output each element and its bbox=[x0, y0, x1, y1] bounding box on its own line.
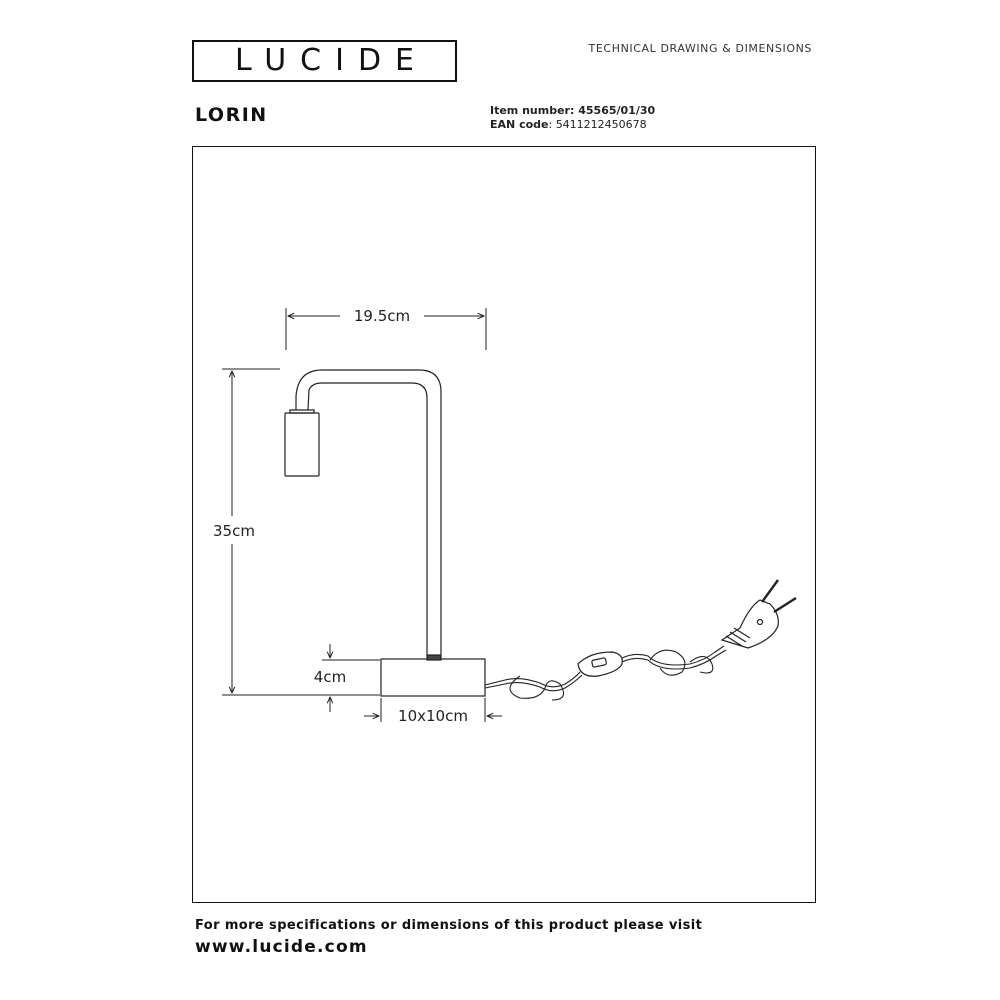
ean-label: EAN code bbox=[490, 118, 549, 131]
ean-value: 5411212450678 bbox=[555, 118, 647, 131]
logo-text: LUCIDE bbox=[234, 43, 429, 78]
height-label: 35cm bbox=[213, 522, 255, 540]
plug-icon bbox=[720, 579, 797, 649]
lamp-arm-inner bbox=[307, 382, 428, 655]
width-dimension: 19.5cm bbox=[285, 307, 487, 350]
item-number-value: 45565/01/30 bbox=[578, 104, 656, 117]
lamp-arm-outer bbox=[295, 369, 442, 655]
brand-logo: LUCIDE bbox=[192, 40, 457, 82]
lamp-base bbox=[380, 658, 486, 697]
base-size-label: 10x10cm bbox=[398, 707, 468, 725]
height-dimension: 35cm bbox=[213, 368, 380, 696]
item-meta: Item number: 45565/01/30 EAN code: 54112… bbox=[490, 104, 655, 132]
lamp-pole-foot bbox=[426, 654, 442, 661]
item-number-label: Item number bbox=[490, 104, 570, 117]
lamp-socket bbox=[284, 412, 320, 477]
base-size-dimension: 10x10cm bbox=[364, 698, 502, 725]
base-height-dimension: 4cm bbox=[314, 644, 380, 712]
drawing-frame bbox=[192, 146, 816, 903]
footer-url[interactable]: www.lucide.com bbox=[195, 937, 368, 957]
doc-type-label: TECHNICAL DRAWING & DIMENSIONS bbox=[588, 42, 812, 55]
power-cable bbox=[484, 645, 727, 701]
product-name: LORIN bbox=[195, 104, 268, 126]
item-number-row: Item number: 45565/01/30 bbox=[490, 104, 656, 117]
base-height-label: 4cm bbox=[314, 668, 346, 686]
footer-text: For more specifications or dimensions of… bbox=[195, 918, 703, 933]
cable-switch bbox=[577, 651, 623, 677]
ean-row: EAN code: 5411212450678 bbox=[490, 118, 647, 131]
width-label: 19.5cm bbox=[354, 307, 410, 325]
lamp-drawing bbox=[284, 369, 486, 697]
